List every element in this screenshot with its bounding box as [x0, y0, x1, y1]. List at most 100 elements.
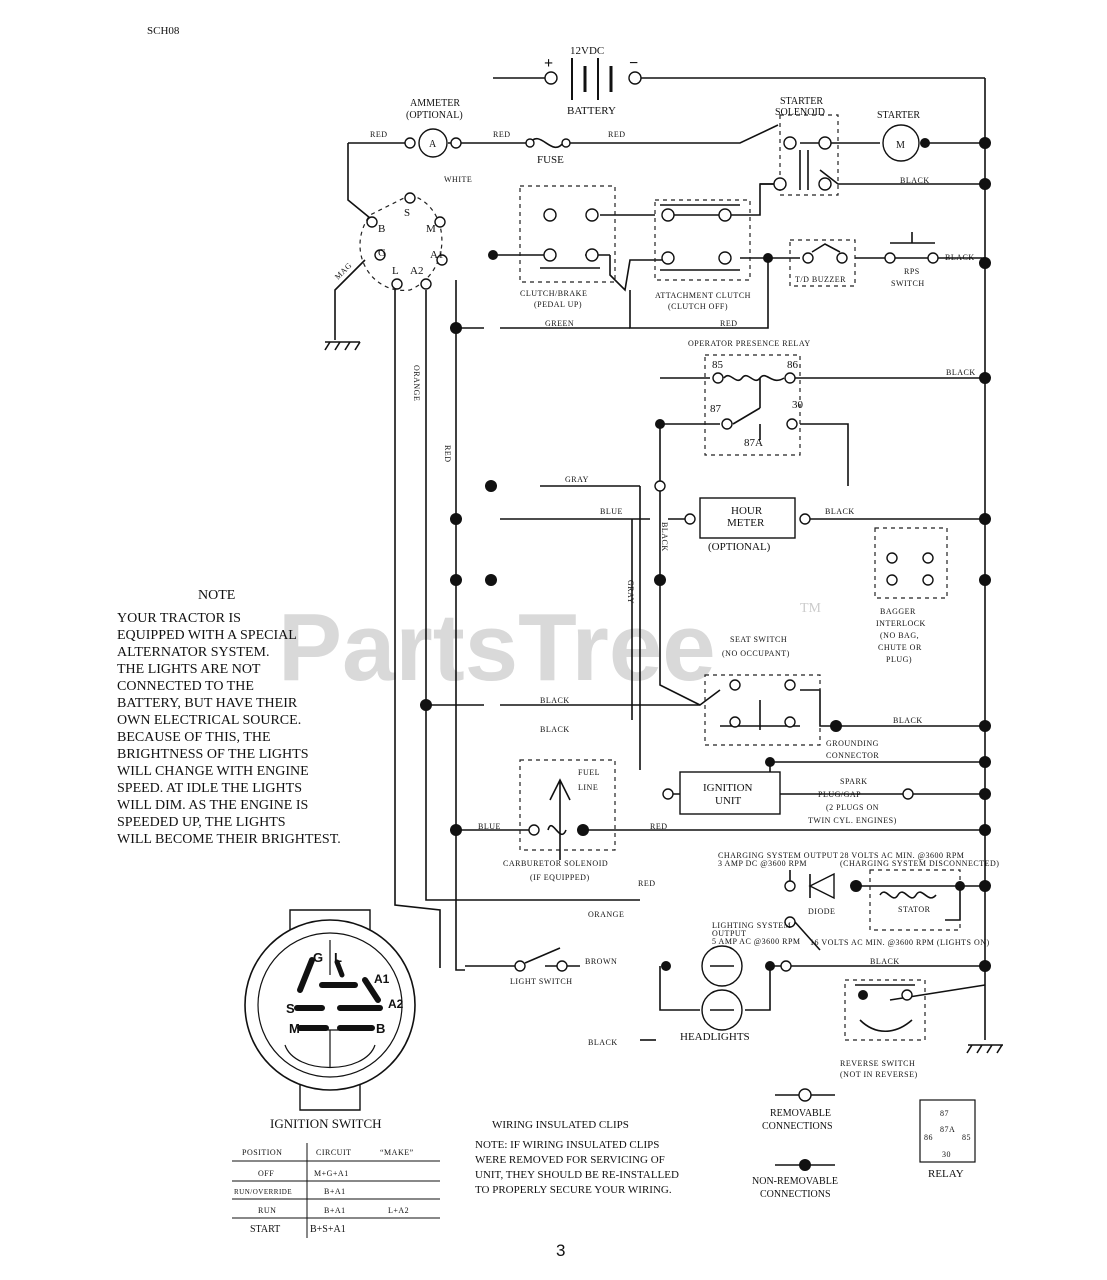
charging-ac-line1: 28 VOLTS AC MIN. @3600 RPM: [840, 851, 964, 860]
seat-switch-line2: (NO OCCUPANT): [722, 649, 790, 658]
spark-line4: TWIN CYL. ENGINES): [808, 816, 897, 825]
rps-line2: SWITCH: [891, 279, 925, 288]
legend-nonremovable-1: NON-REMOVABLE: [752, 1176, 838, 1187]
clips-note: WIRING INSULATED CLIPS NOTE: IF WIRING I…: [475, 1119, 679, 1196]
td-buzzer-label: T/D BUZZER: [795, 275, 846, 284]
th-circuit: CIRCUIT: [316, 1148, 352, 1157]
relay-30: 30: [792, 399, 804, 411]
carb-line2: (IF EQUIPPED): [530, 873, 590, 882]
wire-black-3: BLACK: [946, 368, 976, 377]
wire-red-4: RED: [720, 319, 738, 328]
td-buzzer: T/D BUZZER: [763, 243, 848, 284]
relay-legend: 87 87A 86 85 30 RELAY: [919, 1099, 976, 1180]
sw-b: B: [376, 1021, 385, 1036]
terminal-b: B: [378, 223, 385, 235]
bagger-line1: BAGGER: [880, 607, 916, 616]
clips-title: WIRING INSULATED CLIPS: [492, 1119, 629, 1131]
starter-motor: M STARTER: [877, 110, 930, 162]
rps-line1: RPS: [904, 267, 920, 276]
attach-clutch-line2: (CLUTCH OFF): [668, 302, 728, 311]
wire-orange-2: ORANGE: [412, 365, 421, 401]
td-start-circuit: B+S+A1: [310, 1224, 346, 1235]
headlights: HEADLIGHTS: [661, 945, 792, 1043]
note-line-7: OWN ELECTRICAL SOURCE.: [117, 713, 301, 728]
clips-line-3: UNIT, THEY SHOULD BE RE-INSTALLED: [475, 1169, 679, 1181]
reverse-line2: (NOT IN REVERSE): [840, 1070, 918, 1079]
lighting-line3: 5 AMP AC @3600 RPM: [712, 937, 801, 946]
ignition-switch-diagram: G L A1 S A2 M B IGNITION SWITCH: [244, 909, 416, 1131]
hour-meter-line2: METER: [727, 517, 765, 529]
wire-green: GREEN: [545, 319, 574, 328]
wire-gray-1: GRAY: [565, 475, 589, 484]
wire-black-1: BLACK: [900, 176, 930, 185]
fuel-line-line1: FUEL: [578, 768, 600, 777]
clutch-brake-line1: CLUTCH/BRAKE: [520, 289, 587, 298]
clips-line-4: TO PROPERLY SECURE YOUR WIRING.: [475, 1184, 672, 1196]
lighting-line1: LIGHTING SYSTEM: [712, 921, 791, 930]
ignition-switch-title: IGNITION SWITCH: [270, 1116, 382, 1131]
note-line-4: THE LIGHTS ARE NOT: [117, 662, 261, 677]
spark-line1: SPARK: [840, 777, 868, 786]
wire-gray-2: GRAY: [626, 580, 635, 604]
ignition-switch-terminals: S B M G A1 L A2: [359, 192, 448, 291]
note-line-13: SPEEDED UP, THE LIGHTS: [117, 815, 286, 830]
seat-switch-line1: SEAT SWITCH: [730, 635, 787, 644]
relay-legend-label: RELAY: [928, 1168, 964, 1180]
lighting-ac-label: 16 VOLTS AC MIN. @3600 RPM (LIGHTS ON): [810, 938, 990, 947]
td-run-circuit: B+A1: [324, 1206, 346, 1215]
fuel-line-line2: LINE: [578, 783, 598, 792]
carburetor-solenoid: FUEL LINE CARBURETOR SOLENOID (IF EQUIPP…: [503, 768, 608, 882]
terminal-a2: A2: [410, 265, 423, 277]
legend-removable-2: CONNECTIONS: [762, 1121, 833, 1132]
ammeter-symbol: A: [429, 139, 437, 150]
ammeter-title: AMMETER: [410, 98, 460, 109]
grounding-line1: GROUNDING: [826, 739, 879, 748]
rps-switch: RPS SWITCH: [884, 232, 939, 288]
bagger-line4: CHUTE OR: [878, 643, 922, 652]
relay-85: 85: [712, 359, 724, 371]
starter-symbol: M: [896, 140, 905, 151]
battery-plus: +: [544, 55, 553, 72]
bagger-line2: INTERLOCK: [876, 619, 926, 628]
wire-brown: BROWN: [585, 957, 617, 966]
starter-solenoid: STARTER SOLENOID: [773, 96, 832, 191]
ammeter-subtitle: (OPTIONAL): [406, 110, 463, 121]
wire-mag: MAG: [333, 261, 354, 282]
attachment-clutch-switch: ATTACHMENT CLUTCH (CLUTCH OFF): [655, 204, 750, 311]
seat-switch: SEAT SWITCH (NO OCCUPANT) GROUNDING CONN…: [722, 635, 879, 760]
sw-s: S: [286, 1001, 295, 1016]
td-start: START: [250, 1224, 280, 1235]
hour-meter-line1: HOUR: [731, 505, 763, 517]
junction-dots: [420, 137, 991, 972]
wire-orange-1: ORANGE: [588, 910, 624, 919]
note-line-9: BRIGHTNESS OF THE LIGHTS: [117, 747, 308, 762]
wire-black-7: BLACK: [893, 716, 923, 725]
bagger-interlock: BAGGER INTERLOCK (NO BAG, CHUTE OR PLUG): [876, 552, 934, 664]
starter-label: STARTER: [877, 110, 920, 121]
note-line-2: EQUIPPED WITH A SPECIAL: [117, 628, 297, 643]
wire-blue-2: BLUE: [478, 822, 501, 831]
fuse: FUSE: [525, 137, 571, 166]
ground-symbol-right: [966, 1044, 1003, 1054]
reverse-line1: REVERSE SWITCH: [840, 1059, 915, 1068]
sw-m: M: [289, 1021, 300, 1036]
legend-removable-1: REMOVABLE: [770, 1108, 831, 1119]
sw-a2: A2: [388, 997, 404, 1011]
charging-ac-line2: (CHARGING SYSTEM DISCONNECTED): [840, 859, 999, 868]
spark-plugs: SPARK PLUG/GAP (2 PLUGS ON TWIN CYL. ENG…: [808, 777, 914, 825]
terminal-g: G: [378, 247, 386, 259]
sw-g: G: [313, 950, 323, 965]
hour-meter: HOUR METER (OPTIONAL): [684, 497, 811, 553]
spark-line2: PLUG/GAP: [818, 790, 861, 799]
td-run: RUN: [258, 1206, 276, 1215]
grounding-line2: CONNECTOR: [826, 751, 879, 760]
wire-blue-1: BLUE: [600, 507, 623, 516]
wire-white: WHITE: [444, 175, 472, 184]
td-runoverride-circuit: B+A1: [324, 1187, 346, 1196]
terminal-m: M: [426, 223, 436, 235]
wire-red-3: RED: [608, 130, 626, 139]
diode-label: DIODE: [808, 907, 835, 916]
charging-output-line2: 3 AMP DC @3600 RPM: [718, 859, 807, 868]
ignition-unit: IGNITION UNIT: [662, 757, 781, 815]
